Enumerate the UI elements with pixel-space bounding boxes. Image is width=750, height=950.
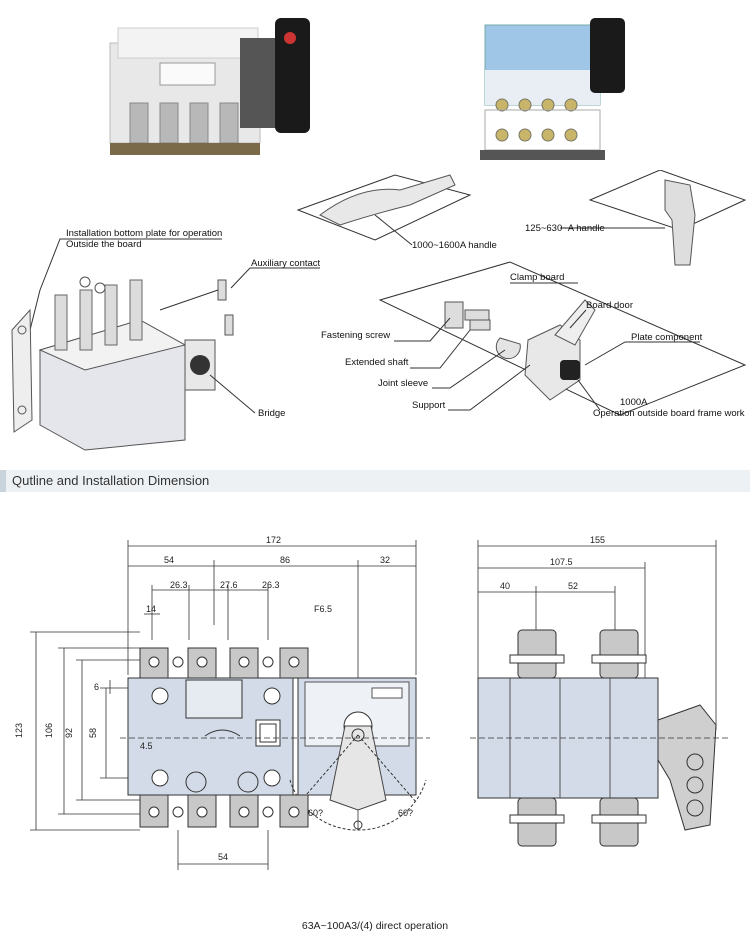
handle-1000-1600-drawing: 1000~1600A handle bbox=[296, 174, 497, 251]
front-view-drawing: 172 54 86 32 26.3 27.6 26.3 14 F6.5 6 12… bbox=[14, 535, 430, 870]
label-plate-component: Plate component bbox=[631, 332, 703, 343]
label-operation-outside-board: Operation outside board frame work bbox=[593, 408, 745, 419]
section-title: Qutline and Installation Dimension bbox=[12, 473, 210, 488]
board-frame-assembly-drawing: Clamp board Board door Plate component F… bbox=[321, 261, 747, 419]
dim-27-6: 27.6 bbox=[220, 580, 238, 590]
dim-26-3-b: 26.3 bbox=[262, 580, 280, 590]
dim-92: 92 bbox=[64, 728, 74, 738]
dim-54-top: 54 bbox=[164, 555, 174, 565]
label-clamp-board: Clamp board bbox=[510, 272, 564, 283]
product-photo-right bbox=[480, 18, 625, 160]
dim-angle-left: 60? bbox=[308, 808, 323, 818]
switch-assembly-drawing: Installation bottom plate for operation … bbox=[11, 228, 321, 451]
label-joint-sleeve: Joint sleeve bbox=[378, 378, 428, 389]
dim-106: 106 bbox=[44, 723, 54, 738]
dim-4-5: 4.5 bbox=[140, 741, 153, 751]
dim-107-5: 107.5 bbox=[550, 557, 573, 567]
dim-123: 123 bbox=[14, 723, 24, 738]
label-outside-the-board: Outside the board bbox=[66, 239, 142, 250]
dim-14: 14 bbox=[146, 604, 156, 614]
top-illustrations: 1000~1600A handle 125~630~A handle Insta… bbox=[11, 170, 747, 451]
product-photo-left bbox=[109, 18, 310, 155]
side-view-drawing: 155 107.5 40 52 bbox=[470, 535, 730, 847]
dim-172: 172 bbox=[266, 535, 281, 545]
label-bridge: Bridge bbox=[258, 408, 285, 419]
dim-f6-5: F6.5 bbox=[314, 604, 332, 614]
dim-26-3-a: 26.3 bbox=[170, 580, 188, 590]
dim-6: 6 bbox=[94, 682, 99, 692]
section-header: Qutline and Installation Dimension bbox=[0, 470, 750, 492]
section-accent bbox=[0, 470, 6, 492]
label-handle-125-630: 125~630~A handle bbox=[525, 223, 605, 234]
label-auxiliary-contact: Auxiliary contact bbox=[251, 258, 321, 269]
figure-caption: 63A~100A3/(4) direct operation bbox=[301, 920, 449, 932]
label-handle-1000-1600: 1000~1600A handle bbox=[412, 240, 497, 251]
label-installation-bottom-plate: Installation bottom plate for operation bbox=[66, 228, 222, 239]
dim-54-bottom: 54 bbox=[218, 852, 228, 862]
dim-86: 86 bbox=[280, 555, 290, 565]
dim-angle-right: 60? bbox=[398, 808, 413, 818]
dim-58: 58 bbox=[88, 728, 98, 738]
label-1000a: 1000A bbox=[620, 397, 648, 408]
label-fastening-screw: Fastening screw bbox=[321, 330, 390, 341]
dim-155: 155 bbox=[590, 535, 605, 545]
label-support: Support bbox=[412, 400, 446, 411]
label-board-door: Board door bbox=[586, 300, 633, 311]
dim-32: 32 bbox=[380, 555, 390, 565]
handle-125-630-drawing: 125~630~A handle bbox=[525, 170, 747, 266]
label-extended-shaft: Extended shaft bbox=[345, 357, 409, 368]
dim-52: 52 bbox=[568, 581, 578, 591]
dim-40: 40 bbox=[500, 581, 510, 591]
